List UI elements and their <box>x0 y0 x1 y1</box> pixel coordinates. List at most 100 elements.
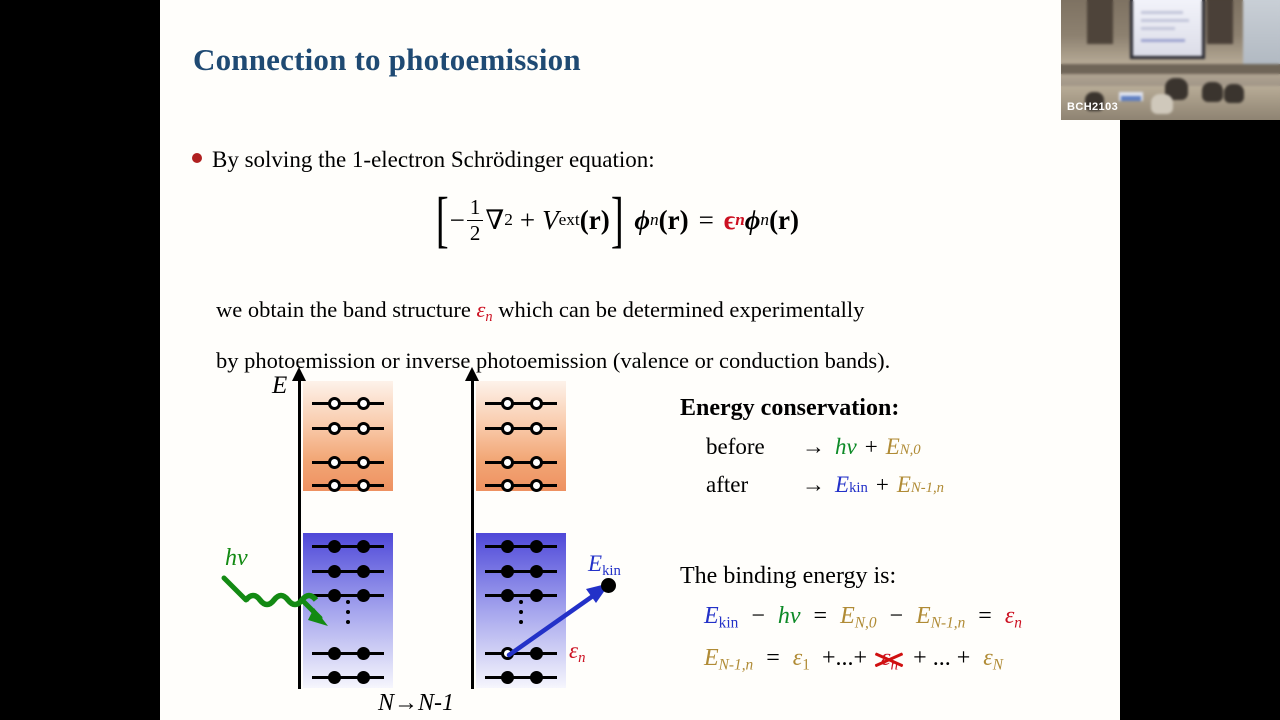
en1n-base: E <box>704 645 719 672</box>
electron-orbital-filled <box>328 647 341 660</box>
electron-orbital-filled <box>328 540 341 553</box>
electron-orbital-filled <box>501 565 514 578</box>
kinetic-energy-label: Ekin <box>588 551 621 580</box>
minus-operator: − <box>751 603 765 629</box>
electron-orbital-filled <box>357 540 370 553</box>
potential-subscript: ext <box>558 210 580 230</box>
en1n-sub: N-1,n <box>718 656 754 674</box>
electron-orbital-filled <box>328 589 341 602</box>
electron-orbital-filled <box>357 671 370 684</box>
paragraph-line1-part2: which can be determined experimentally <box>492 297 865 322</box>
arrow-icon: → <box>802 434 825 459</box>
electron-orbital-filled <box>501 540 514 553</box>
level-line <box>485 570 557 573</box>
body-paragraph: we obtain the band structure εn which ca… <box>216 288 1116 382</box>
bracket-close-icon: ] <box>610 186 624 254</box>
paragraph-epsilon-subscript: n <box>485 309 493 326</box>
phi-symbol-rhs: ϕ <box>744 204 761 235</box>
potential-argument: (r) <box>579 204 610 235</box>
plus-ellipsis-operator-2: + ... + <box>913 645 971 672</box>
total-energy-term: E <box>885 434 900 459</box>
phi-argument: (r) <box>658 204 689 235</box>
phi-subscript-rhs: n <box>760 210 770 230</box>
vertical-ellipsis <box>346 600 350 624</box>
energy-axis-label: E <box>272 372 288 399</box>
electron-orbital-filled <box>328 565 341 578</box>
electron-orbital-empty <box>328 456 341 469</box>
transition-label: N→N-1 <box>378 690 455 716</box>
electron-orbital-filled <box>530 589 543 602</box>
level-line <box>485 402 557 405</box>
lecturer-webcam-inset[interactable]: BCH2103 <box>1061 0 1280 120</box>
electron-orbital-empty <box>530 422 543 435</box>
minus-operator: − <box>889 603 904 629</box>
level-line <box>485 461 557 464</box>
struck-out-epsilon-n: εn <box>874 645 904 674</box>
level-line <box>485 484 557 487</box>
level-line <box>312 570 384 573</box>
final-energy-term: E <box>896 472 911 497</box>
electron-orbital-filled <box>357 589 370 602</box>
en0-sub: N,0 <box>854 614 877 632</box>
energy-conservation-heading: Energy conservation: <box>680 395 900 421</box>
electron-orbital-empty <box>501 456 514 469</box>
electron-orbital-empty <box>357 479 370 492</box>
electron-orbital-empty <box>501 479 514 492</box>
en1n-sub: N-1,n <box>930 614 966 632</box>
binding-energy-equation-1: Ekin − hν = EN,0 − EN-1,n = εn <box>704 603 1022 632</box>
electron-orbital-filled <box>530 647 543 660</box>
webcam-blur-overlay <box>1061 0 1280 120</box>
electron-orbital-filled <box>501 589 514 602</box>
electron-orbital-empty <box>328 422 341 435</box>
level-line <box>485 594 557 597</box>
struck-epsilon-sub: n <box>890 656 899 674</box>
nabla-exponent: 2 <box>504 210 513 230</box>
level-line <box>485 427 557 430</box>
equation-plus: + <box>519 204 536 235</box>
electron-orbital-filled <box>530 565 543 578</box>
ekin-sub: kin <box>718 614 739 632</box>
electron-orbital-filled <box>530 671 543 684</box>
level-line <box>485 652 557 655</box>
electron-orbital-filled <box>501 671 514 684</box>
plus-operator: + <box>864 434 878 459</box>
equation-minus: − <box>449 204 465 235</box>
electron-orbital-empty <box>328 397 341 410</box>
photoemission-diagram: E <box>160 0 1120 720</box>
epsilon-N-sub: N <box>992 656 1003 674</box>
electron-orbital-filled <box>328 671 341 684</box>
bullet-item-label: By solving the 1-electron Schrödinger eq… <box>212 147 655 172</box>
epsilon-sub: n <box>1014 614 1022 632</box>
photon-wavy-arrow-icon <box>221 575 328 626</box>
electron-orbital-empty <box>530 456 543 469</box>
level-line <box>485 676 557 679</box>
electron-orbital-empty <box>357 456 370 469</box>
epsilon-symbol: ϵ <box>723 204 736 235</box>
phi-subscript: n <box>649 210 659 230</box>
level-line <box>312 484 384 487</box>
vertical-ellipsis <box>519 600 523 624</box>
phi-symbol: ϕ <box>634 204 650 235</box>
fraction-numerator: 1 <box>466 196 484 221</box>
arrow-icon: → <box>802 472 825 497</box>
bracket-open-icon: [ <box>435 186 449 254</box>
electron-orbital-empty <box>530 479 543 492</box>
paragraph-epsilon: ε <box>476 297 486 322</box>
level-line <box>312 461 384 464</box>
binding-energy-equation-2: EN-1,n = ε1 +...+ εn + ... + εN <box>704 645 1022 674</box>
photon-term: hν <box>777 603 801 629</box>
level-line <box>485 545 557 548</box>
ekin-base: E <box>704 603 719 629</box>
nabla-symbol: ∇ <box>485 204 505 235</box>
main-equation: [ − 1 2 ∇ 2 + V ext (r) ] ϕ n (r) = ϵ n … <box>435 186 799 254</box>
kinetic-energy-term-subscript: kin <box>849 480 868 496</box>
total-energy-term-subscript: N,0 <box>899 442 921 458</box>
epsilon-1-sub: 1 <box>802 656 810 674</box>
plus-ellipsis-operator: +...+ <box>821 645 868 672</box>
epsilon-base: ε <box>1004 603 1015 629</box>
plus-operator: + <box>875 472 889 497</box>
level-line <box>312 427 384 430</box>
